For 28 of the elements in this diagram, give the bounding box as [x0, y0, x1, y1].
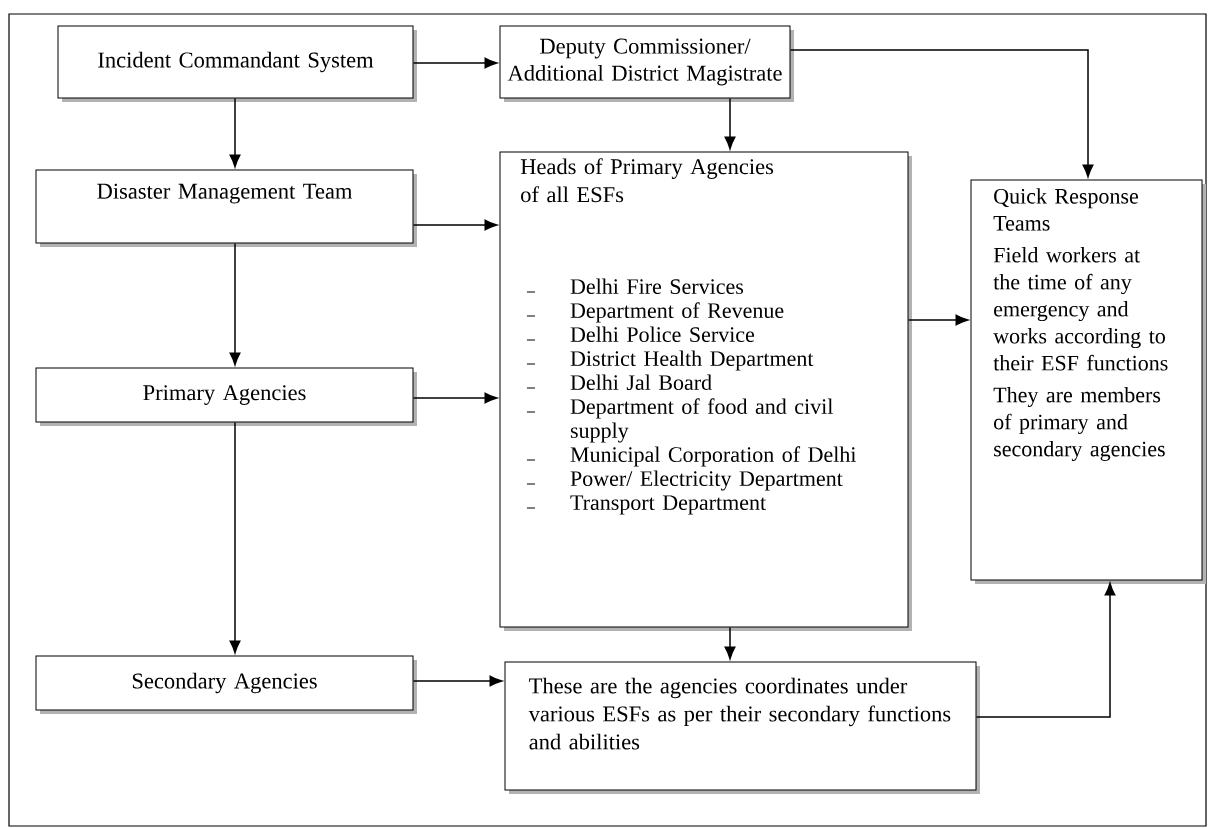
process-box: Primary Agencies [35, 367, 417, 426]
list-item: Delhi Police Service [570, 326, 755, 343]
arrow [229, 421, 241, 654]
process-box: Disaster Management Team [35, 169, 417, 247]
list-item: Power/ Electricity Department [570, 470, 843, 491]
arrow [412, 57, 498, 69]
arrow [975, 582, 1116, 718]
process-box: Incident Commandant System [57, 25, 417, 102]
process-box: Secondary Agencies [35, 655, 417, 714]
process-box: These are the agencies coordinates under various ESFs as per their secondary functions and abilities [504, 661, 980, 794]
list-item: Delhi Jal Board [570, 374, 712, 391]
process-box: Quick Response Teams Field workers at the time of any emergency and works according to their ESF functions They are members of primary and secondary agencies [970, 179, 1206, 584]
process-box: Deputy Commissioner/ Additional District Magistrate [499, 25, 794, 102]
arrow [229, 97, 241, 168]
list-item: Department of Revenue [570, 302, 784, 323]
list-item: Municipal Corporation of Delhi [570, 446, 857, 467]
list-item: Transport Department [570, 495, 766, 515]
arrow [724, 626, 736, 660]
arrow [789, 49, 1094, 178]
list-item: District Health Department [570, 350, 814, 371]
list-item: Delhi Fire Services [570, 278, 744, 295]
arrow [724, 97, 736, 150]
arrow [412, 675, 503, 687]
list-item: Department of food and civil supply [570, 398, 833, 443]
arrow [229, 242, 241, 366]
arrow [412, 392, 498, 404]
arrow [907, 314, 969, 326]
arrow [412, 219, 498, 231]
